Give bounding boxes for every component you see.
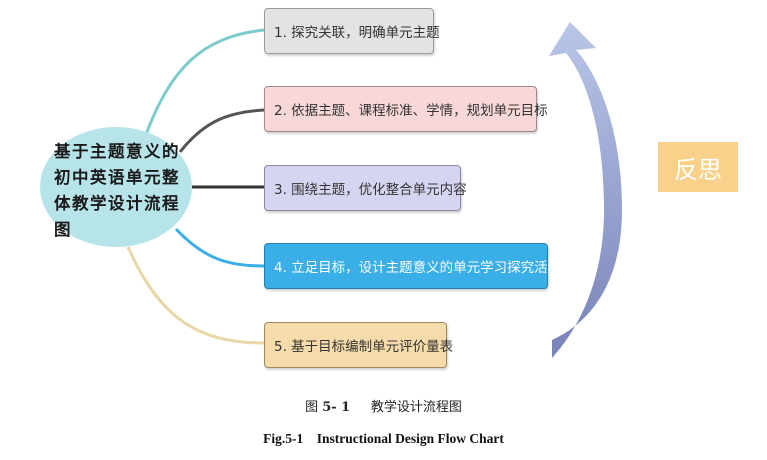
step-4-label: 4. 立足目标，设计主题意义的单元学习探究活动 — [274, 260, 562, 276]
caption-en-text: Fig.5-1 Instructional Design Flow Chart — [263, 431, 504, 446]
step-5-box: 5. 基于目标编制单元评价量表 — [264, 322, 453, 368]
step-2-label: 2. 依据主题、课程标准、学情，规划单元目标 — [274, 103, 548, 119]
step-3-box: 3. 围绕主题，优化整合单元内容 — [264, 165, 467, 211]
reflection-box: 反思 — [658, 142, 738, 192]
caption-english: Fig.5-1 Instructional Design Flow Chart — [0, 431, 767, 447]
reflection-label: 反思 — [674, 155, 722, 184]
center-topic: 基于主题意义的初中英语单元整体教学设计流程图 — [40, 127, 192, 247]
reflection-arrow — [549, 22, 622, 358]
caption-cn-prefix: 图 — [305, 400, 319, 415]
center-topic-text: 基于主题意义的初中英语单元整体教学设计流程图 — [54, 142, 180, 239]
step-4-box: 4. 立足目标，设计主题意义的单元学习探究活动 — [264, 243, 561, 289]
connector-step-5 — [126, 246, 265, 345]
connector-step-1 — [143, 28, 265, 138]
step-5-label: 5. 基于目标编制单元评价量表 — [274, 339, 454, 355]
caption-chinese: 图 5- 1 教学设计流程图 — [0, 396, 767, 415]
caption-cn-number: 5- 1 — [322, 400, 351, 415]
connector-step-2 — [178, 108, 265, 153]
step-2-box: 2. 依据主题、课程标准、学情，规划单元目标 — [264, 86, 548, 132]
step-3-label: 3. 围绕主题，优化整合单元内容 — [274, 182, 467, 198]
step-1-box: 1. 探究关联，明确单元主题 — [264, 8, 440, 54]
caption-cn-title: 教学设计流程图 — [370, 400, 462, 415]
connector-step-4 — [174, 227, 265, 268]
step-1-label: 1. 探究关联，明确单元主题 — [274, 25, 440, 41]
